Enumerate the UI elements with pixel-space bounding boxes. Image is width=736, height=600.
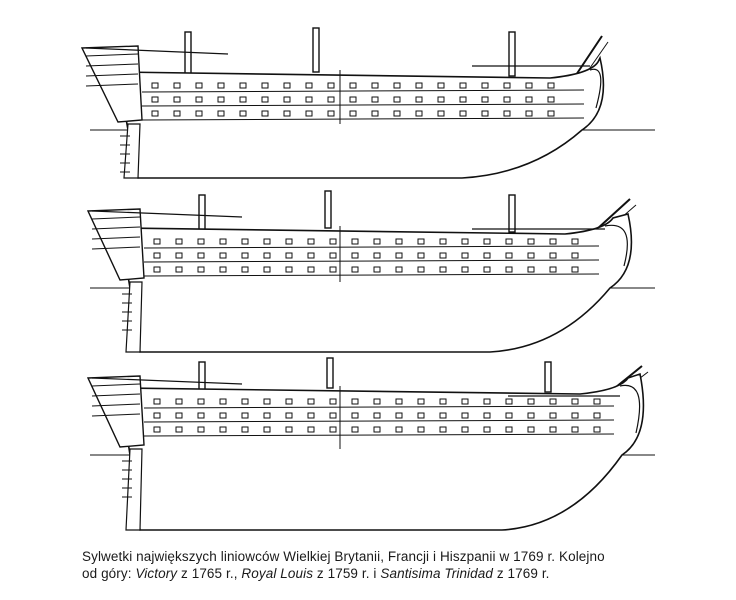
caption-year-3: z 1769 r.: [493, 566, 550, 581]
caption-line-1: Sylwetki największych liniowców Wielkiej…: [82, 549, 605, 564]
ship-name-victory: Victory: [135, 566, 178, 581]
ship-silhouettes-figure: [80, 27, 655, 531]
ship-name-santisima-trinidad: Santisima Trinidad: [380, 566, 493, 581]
caption-line-2: od góry: Victory z 1765 r., Royal Louis …: [82, 565, 702, 582]
figure-caption: Sylwetki największych liniowców Wielkiej…: [82, 548, 702, 582]
ship-name-royal-louis: Royal Louis: [241, 566, 314, 581]
caption-prefix: od góry:: [82, 566, 136, 581]
caption-year-1: z 1765 r.,: [177, 566, 242, 581]
ship-silhouette-santisima-trinidad: [86, 357, 655, 531]
ship-silhouette-royal-louis: [86, 190, 655, 353]
caption-year-2: z 1759 r. i: [313, 566, 381, 581]
ship-silhouette-victory: [80, 27, 655, 179]
